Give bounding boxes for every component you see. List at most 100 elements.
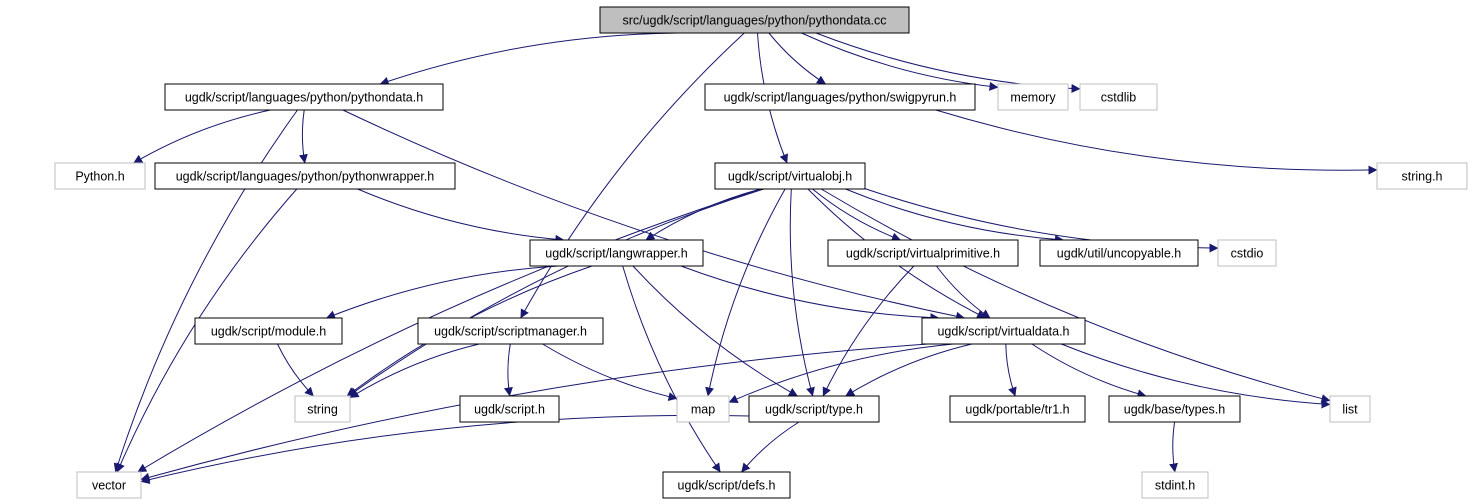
node-box [662,471,791,499]
node-label: list [1342,403,1358,417]
node-defs-h[interactable]: ugdk/script/defs.h [662,471,791,499]
node-label: ugdk/script/virtualdata.h [937,325,1069,339]
node-pythondata-cc: src/ugdk/script/languages/python/pythond… [599,6,910,34]
node-box [54,162,146,190]
edge-pythondata_h-to-pythonwrapper_h [298,109,308,164]
edge-virtualdata_h-to-tr1_h [1005,343,1017,397]
node-label: ugdk/script/defs.h [678,479,776,493]
edge-pythondata_cc-to-cstdlib [815,32,1081,93]
edge-virtualprimitive_h-to-type_h [822,265,915,397]
node-box [76,471,142,499]
node-box [997,83,1069,111]
node-box [459,395,560,423]
node-box [949,395,1086,423]
node-type-h[interactable]: ugdk/script/type.h [748,395,880,423]
edge-virtualobj_h-to-cstdio [864,188,1219,253]
edge-virtualobj_h-to-list [820,188,1331,403]
edge-pythondata_cc-to-scriptmanager_h [520,32,745,319]
edge-langwrapper_h-to-type_h [632,265,798,397]
node-label: ugdk/script/scriptmanager.h [434,325,587,339]
edge-pythondata_cc-to-pythondata_h [379,32,679,86]
node-box [827,239,1019,267]
node-virtualobj-h[interactable]: ugdk/script/virtualobj.h [714,162,866,190]
node-scriptmanager-h[interactable]: ugdk/script/scriptmanager.h [417,317,604,345]
node-label: string.h [1402,170,1443,184]
node-box [1039,239,1199,267]
edge-virtualdata_h-to-list [1061,343,1331,409]
edge-langwrapper_h-to-virtualdata_h [680,265,940,323]
node-box [294,395,351,423]
edge-virtualdata_h-to-map [728,343,954,403]
node-box [1329,395,1371,423]
node-module-h[interactable]: ugdk/script/module.h [194,317,343,345]
node-label: ugdk/script/languages/python/pythondata.… [185,91,423,105]
edge-pythondata_h-to-python_h [133,109,271,164]
node-pythondata-h[interactable]: ugdk/script/languages/python/pythondata.… [164,83,444,111]
node-pythonwrapper-h[interactable]: ugdk/script/languages/python/pythonwrapp… [154,162,456,190]
node-box [1108,395,1241,423]
node-label: Python.h [75,170,124,184]
node-label: string [307,403,338,417]
edge-langwrapper_h-to-defs_h [622,265,721,473]
node-box [921,317,1086,345]
edge-virtualobj_h-to-string [348,188,765,397]
node-box [1141,471,1209,499]
node-map: map [676,395,730,423]
node-swigpyrun-h[interactable]: ugdk/script/languages/python/swigpyrun.h [704,83,976,111]
node-stdint-h: stdint.h [1141,471,1209,499]
node-box [676,395,730,423]
node-label: ugdk/script/virtualobj.h [728,170,852,184]
node-label: ugdk/script/virtualprimitive.h [846,247,1000,261]
edge-scriptmanager_h-to-script_h [503,343,513,397]
edge-module_h-to-string [277,343,314,397]
node-label: vector [92,479,126,493]
node-tr1-h[interactable]: ugdk/portable/tr1.h [949,395,1086,423]
node-python-h: Python.h [54,162,146,190]
edge-virtualobj_h-to-uncopyable_h [845,188,1064,244]
edge-types_h-to-stdint_h [1169,421,1178,473]
node-label: ugdk/script/type.h [765,403,863,417]
node-box [1376,162,1468,190]
edge-scriptmanager_h-to-string [349,343,480,399]
node-label: src/ugdk/script/languages/python/pythond… [622,14,886,28]
node-box [1079,83,1158,111]
node-script-h[interactable]: ugdk/script.h [459,395,560,423]
node-box [714,162,866,190]
node-label: ugdk/script/languages/python/pythonwrapp… [176,170,435,184]
node-box [154,162,456,190]
node-uncopyable-h[interactable]: ugdk/util/uncopyable.h [1039,239,1199,267]
node-string-h: string.h [1376,162,1468,190]
node-label: ugdk/script.h [474,403,545,417]
node-label: ugdk/script/languages/python/swigpyrun.h [724,91,957,105]
nodes: src/ugdk/script/languages/python/pythond… [54,6,1468,499]
node-cstdlib: cstdlib [1079,83,1158,111]
node-langwrapper-h[interactable]: ugdk/script/langwrapper.h [529,239,704,267]
node-label: ugdk/portable/tr1.h [965,403,1069,417]
node-box [529,239,704,267]
edge-pythondata_h-to-vector [113,109,298,473]
node-label: memory [1010,91,1056,105]
node-box [748,395,880,423]
node-label: stdint.h [1155,479,1195,493]
edge-type_h-to-vector [140,414,750,484]
node-label: ugdk/base/types.h [1124,403,1226,417]
node-virtualdata-h[interactable]: ugdk/script/virtualdata.h [921,317,1086,345]
node-virtualprimitive-h[interactable]: ugdk/script/virtualprimitive.h [827,239,1019,267]
edge-pythondata_cc-to-swigpyrun_h [768,32,826,85]
node-label: cstdio [1231,247,1264,261]
edge-virtualobj_h-to-langwrapper_h [645,188,761,241]
edge-virtualdata_h-to-types_h [1031,343,1147,399]
node-box [164,83,444,111]
edge-scriptmanager_h-to-map [542,343,678,401]
edge-pythonwrapper_h-to-langwrapper_h [357,188,565,244]
node-memory: memory [997,83,1069,111]
node-label: cstdlib [1101,91,1136,105]
node-label: map [691,403,715,417]
node-types-h[interactable]: ugdk/base/types.h [1108,395,1241,423]
node-label: ugdk/util/uncopyable.h [1057,247,1181,261]
edge-pythondata_h-to-virtualdata_h [342,109,966,321]
node-box [704,83,976,111]
edge-type_h-to-defs_h [741,421,800,473]
node-box [194,317,343,345]
